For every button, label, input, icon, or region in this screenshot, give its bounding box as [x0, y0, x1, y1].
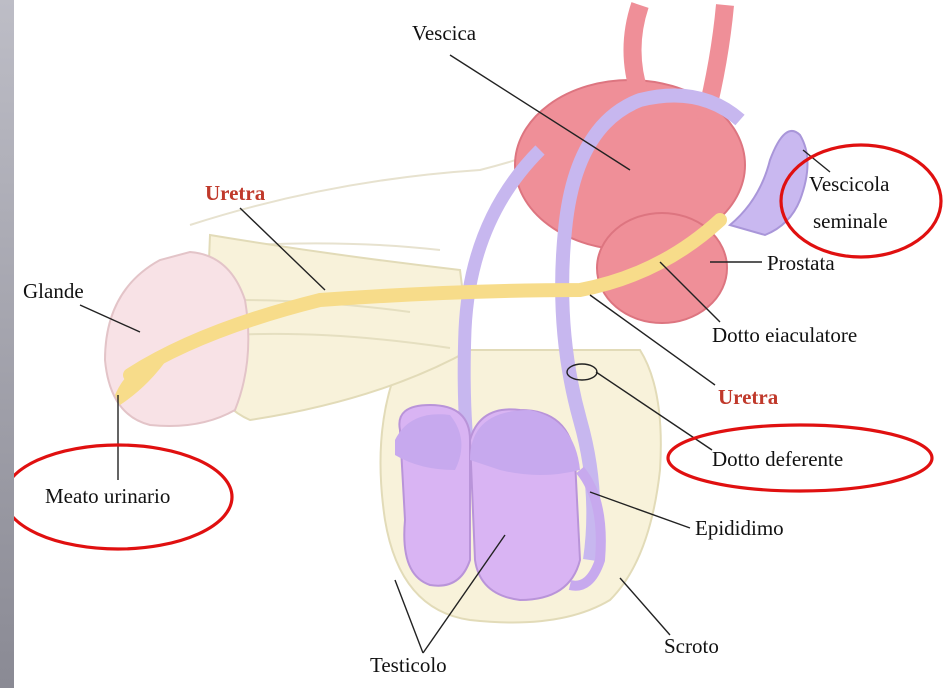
- anatomy-diagram: Vescica Uretra Vescicola seminale Glande…: [14, 0, 943, 688]
- label-vescicola-line2: seminale: [813, 209, 888, 233]
- label-prostata: Prostata: [767, 251, 835, 275]
- label-uretra-right: Uretra: [718, 385, 779, 409]
- label-dotto-deferente: Dotto deferente: [712, 447, 843, 471]
- label-vescicola-line1: Vescicola: [809, 172, 890, 196]
- label-dotto-eiaculatore: Dotto eiaculatore: [712, 323, 857, 347]
- label-uretra-top: Uretra: [205, 181, 266, 205]
- highlight-vescicola: [781, 145, 941, 257]
- label-vescica: Vescica: [412, 21, 477, 45]
- label-epididimo: Epididimo: [695, 516, 784, 540]
- label-glande: Glande: [23, 279, 84, 303]
- label-scroto: Scroto: [664, 634, 719, 658]
- label-meato-urinario: Meato urinario: [45, 484, 170, 508]
- diagram-panel: Vescica Uretra Vescicola seminale Glande…: [14, 0, 943, 688]
- ureter-left: [633, 5, 641, 95]
- label-testicolo: Testicolo: [370, 653, 447, 677]
